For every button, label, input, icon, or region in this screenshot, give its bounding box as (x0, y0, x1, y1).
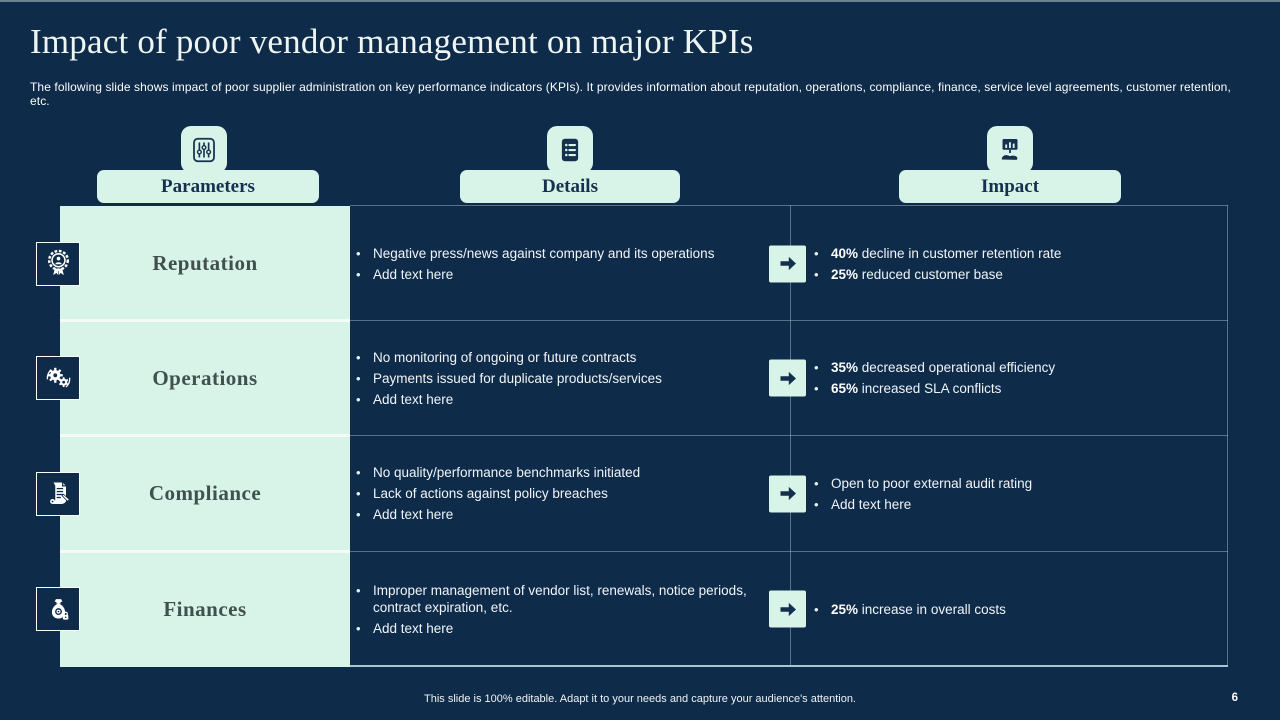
parameter-label: Reputation (152, 251, 258, 275)
bullet-item: 40% decline in customer retention rate (810, 245, 1061, 262)
parameter-label: Operations (152, 365, 258, 390)
bullet-item: Add text here (810, 496, 1032, 513)
parameters-column-panel (60, 206, 350, 667)
arrow-icon (769, 475, 806, 512)
slide-subtitle: The following slide shows impact of poor… (30, 80, 1231, 108)
bullet-item: Add text here (352, 620, 767, 637)
gears-icon (36, 356, 80, 400)
sliders-icon (181, 126, 227, 173)
table-column-line (790, 205, 791, 666)
table-row: Reputation Negative press/news against c… (0, 206, 1280, 321)
bullet-item: 65% increased SLA conflicts (810, 380, 1055, 397)
bullet-item: 25% increase in overall costs (810, 601, 1006, 618)
arrow-icon (769, 245, 806, 282)
details-cell: No quality/performance benchmarks initia… (352, 436, 767, 551)
bullet-item: Add text here (352, 391, 662, 408)
column-header-details: Details (460, 170, 680, 203)
scroll-icon (36, 471, 80, 516)
table-border-bottom (350, 665, 1228, 667)
bullet-list-icon (547, 126, 593, 173)
column-header-impact: Impact (899, 170, 1121, 203)
bullet-item: Add text here (352, 506, 640, 523)
bullet-item: No quality/performance benchmarks initia… (352, 464, 640, 481)
details-list: No monitoring of ongoing or future contr… (352, 345, 662, 412)
table-row-line (350, 551, 1228, 552)
bullet-item: Open to poor external audit rating (810, 475, 1032, 492)
column-header-label: Details (542, 175, 598, 197)
impact-cell: 35% decreased operational efficiency 65% … (810, 321, 1226, 435)
row-separator (60, 550, 350, 553)
bullet-item: 25% reduced customer base (810, 266, 1061, 283)
table-row-line (350, 320, 1228, 321)
page-number: 6 (1231, 692, 1238, 704)
impact-cell: 25% increase in overall costs (810, 552, 1226, 666)
parameter-label: Compliance (148, 481, 262, 505)
impact-list: 25% increase in overall costs (810, 597, 1006, 622)
table-border-right (1227, 205, 1228, 666)
impact-cell: 40% decline in customer retention rate 25… (810, 206, 1226, 321)
details-list: No quality/performance benchmarks initia… (352, 460, 640, 527)
bullet-item: Lack of actions against policy breaches (352, 485, 640, 502)
arrow-icon (769, 590, 806, 628)
arrow-icon (769, 359, 806, 397)
bullet-item: Negative press/news against company and … (352, 245, 714, 262)
impact-list: 35% decreased operational efficiency 65% … (810, 355, 1055, 401)
column-header-label: Parameters (161, 175, 255, 197)
details-cell: No monitoring of ongoing or future contr… (352, 321, 767, 435)
details-cell: Improper management of vendor list, rene… (352, 552, 767, 666)
column-header-parameters: Parameters (97, 170, 319, 203)
bullet-item: No monitoring of ongoing or future contr… (352, 349, 662, 366)
table-border-top (350, 205, 1228, 206)
details-list: Improper management of vendor list, rene… (352, 578, 767, 641)
table-row: Finances Improper management of vendor l… (0, 552, 1280, 666)
award-badge-icon (36, 241, 80, 286)
money-bag-icon (36, 587, 80, 631)
bullet-item: 35% decreased operational efficiency (810, 359, 1055, 376)
bullet-item: Payments issued for duplicate products/s… (352, 370, 662, 387)
impact-list: 40% decline in customer retention rate 25… (810, 241, 1061, 287)
presentation-hand-icon (987, 126, 1033, 173)
table-row-line (350, 435, 1228, 436)
impact-cell: Open to poor external audit ratingAdd te… (810, 436, 1226, 551)
bullet-item: Improper management of vendor list, rene… (352, 582, 767, 616)
details-list: Negative press/news against company and … (352, 241, 714, 287)
column-header-label: Impact (980, 175, 1040, 197)
page-title: Impact of poor vendor management on majo… (30, 22, 754, 61)
impact-list: Open to poor external audit ratingAdd te… (810, 471, 1032, 517)
table-row: Operations No monitoring of ongoing or f… (0, 321, 1280, 435)
slide-top-border (0, 0, 1280, 2)
details-cell: Negative press/news against company and … (352, 206, 767, 321)
table-row: Compliance No quality/performance benchm… (0, 436, 1280, 551)
parameter-label: Finances (163, 596, 247, 621)
bullet-item: Add text here (352, 266, 714, 283)
footer-note: This slide is 100% editable. Adapt it to… (424, 693, 856, 705)
row-separator (60, 434, 350, 437)
row-separator (60, 319, 350, 322)
